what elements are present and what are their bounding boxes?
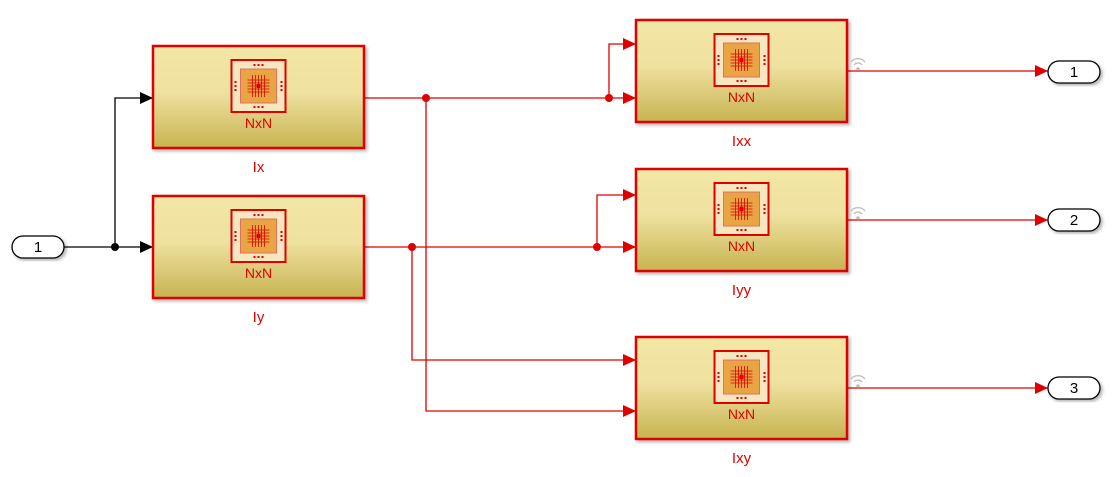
filter-kernel-icon (713, 182, 770, 236)
block-name-label: Ix (253, 159, 265, 176)
arrowhead-icon (623, 92, 636, 104)
filter-kernel-icon (713, 33, 770, 87)
arrowhead-icon (623, 354, 636, 366)
block-icon-text: NxN (728, 238, 755, 254)
block-ixy[interactable]: NxN (634, 335, 849, 441)
arrowhead-icon (623, 241, 636, 253)
branch-point (422, 94, 430, 102)
block-name-label: Ixy (732, 450, 752, 467)
signal-line[interactable] (114, 97, 153, 247)
block-iyy[interactable]: NxN (634, 167, 849, 273)
signal-line[interactable] (411, 247, 636, 361)
port-number: 2 (1070, 212, 1078, 229)
signal-logging-icon (850, 207, 866, 220)
arrowhead-icon (1035, 214, 1048, 226)
signal-logging-icon (850, 375, 866, 388)
block-ix[interactable]: NxN (151, 44, 366, 150)
port-number: 1 (1070, 64, 1078, 81)
block-iy[interactable]: NxN (151, 194, 366, 300)
branch-point (593, 243, 601, 251)
block-icon-text: NxN (728, 406, 755, 422)
branch-point (408, 243, 416, 251)
block-icon-text: NxN (245, 115, 272, 131)
branch-point (605, 94, 613, 102)
outport-2[interactable]: 2 (1047, 208, 1101, 232)
signal-line[interactable] (596, 194, 636, 247)
port-number: 3 (1070, 380, 1078, 397)
signal-line[interactable] (425, 98, 636, 412)
block-icon-text: NxN (728, 89, 755, 105)
block-name-label: Ixx (732, 133, 752, 150)
arrowhead-icon (1035, 382, 1048, 394)
branch-point (111, 243, 119, 251)
arrowhead-icon (1035, 65, 1048, 77)
block-name-label: Iy (253, 309, 265, 326)
arrowhead-icon (623, 405, 636, 417)
arrowhead-icon (140, 92, 153, 104)
filter-kernel-icon (230, 209, 287, 263)
signal-logging-icon (850, 58, 866, 71)
block-name-label: Iyy (732, 282, 752, 299)
arrowhead-icon (623, 38, 636, 50)
block-ixx[interactable]: NxN (634, 18, 849, 124)
outport-1[interactable]: 1 (1047, 60, 1101, 84)
filter-kernel-icon (230, 59, 287, 113)
arrowhead-icon (140, 241, 153, 253)
filter-kernel-icon (713, 350, 770, 404)
inport-1[interactable]: 1 (11, 235, 65, 259)
outport-3[interactable]: 3 (1047, 376, 1101, 400)
block-icon-text: NxN (245, 265, 272, 281)
port-number: 1 (34, 239, 42, 256)
arrowhead-icon (623, 189, 636, 201)
signal-line[interactable] (608, 43, 636, 98)
